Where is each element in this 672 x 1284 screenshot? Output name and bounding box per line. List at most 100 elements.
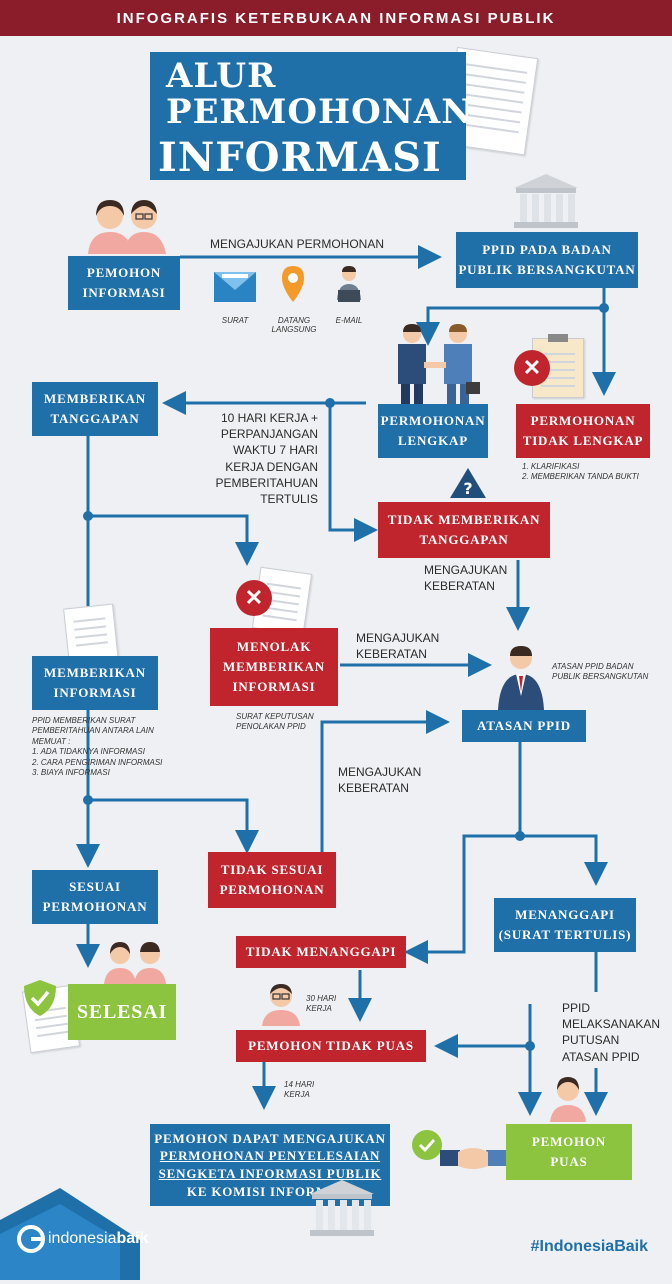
node-tidaksesuai-l1: TIDAK SESUAI	[220, 861, 324, 877]
node-menolak-l3: INFORMASI	[232, 679, 316, 695]
node-sesuai-l1: SESUAI	[69, 878, 121, 894]
ppid-note-1: PPID MEMBERIKAN SURAT	[32, 716, 136, 725]
hari30-1: 30 HARI	[306, 994, 337, 1003]
label-waktu: 10 HARI KERJA + PERPANJANGAN WAKTU 7 HAR…	[196, 410, 318, 507]
label-keberatan-c: MENGAJUKAN KEBERATAN	[338, 764, 421, 796]
komisi-building-icon	[308, 1178, 376, 1238]
atasan-caption-1: ATASAN PPID BADAN	[552, 662, 634, 671]
title-line-1: ALUR	[166, 56, 277, 96]
node-tidaksesuai-l2: PERMOHONAN	[219, 882, 325, 897]
waktu-5: PEMBERITAHUAN	[215, 475, 318, 490]
node-komisi-l4: KE KOMISI INFORMASI	[186, 1183, 354, 1199]
label-14-hari: 14 HARI KERJA	[284, 1080, 314, 1101]
melaksanakan-2: MELAKSANAKAN	[562, 1017, 661, 1032]
footer-wave	[0, 1180, 672, 1280]
email-person-icon	[334, 264, 364, 304]
keberatan-b-1: MENGAJUKAN	[356, 631, 440, 645]
waktu-3: WAKTU 7 HARI	[233, 443, 318, 458]
note-tanda-bukti: 2. MEMBERIKAN TANDA BUKTI	[522, 472, 639, 482]
logo-text-2: baik	[116, 1230, 149, 1247]
title-line-2: PERMOHONAN	[166, 92, 474, 132]
keberatan-a-1: MENGAJUKAN	[424, 563, 508, 577]
ppid-notes: PPID MEMBERIKAN SURAT PEMBERITAHUAN ANTA…	[32, 716, 162, 778]
node-menolak-memberikan-informasi: MENOLAK MEMBERIKAN INFORMASI	[210, 628, 338, 706]
pemohon-man-icon	[258, 980, 304, 1026]
hari14-2: KERJA	[284, 1090, 310, 1100]
atasan-person-icon	[496, 644, 546, 710]
node-ppid-l1: PPID PADA BADAN	[482, 241, 612, 257]
keberatan-a-2: KEBERATAN	[424, 579, 495, 594]
node-komisi-l1: PEMOHON DAPAT MENGAJUKAN	[154, 1130, 386, 1146]
ppid-note-6: 3. BIAYA INFORMASI	[32, 767, 110, 777]
shield-check-icon	[21, 978, 81, 1054]
question-icon: ?	[448, 466, 488, 500]
node-tanggapan-l2: TANGGAPAN	[50, 411, 140, 426]
melaksanakan-1: PPID	[562, 1001, 591, 1015]
node-pemohon-puas: PEMOHON PUAS	[506, 1124, 632, 1180]
node-permohonan-tidak-lengkap: PERMOHONAN TIDAK LENGKAP	[516, 404, 650, 458]
label-mengajukan-permohonan: MENGAJUKAN PERMOHONAN	[210, 237, 385, 251]
melaksanakan-3: PUTUSAN	[562, 1033, 620, 1048]
label-surat: SURAT	[221, 316, 249, 325]
indonesiabaik-logo[interactable]: indonesia baik	[16, 1224, 149, 1254]
ppid-note-2: PEMBERITAHUAN ANTARA LAIN	[32, 726, 154, 736]
title-block: ALUR PERMOHONAN INFORMASI	[150, 52, 474, 181]
node-lengkap-l1: PERMOHONAN	[380, 412, 486, 428]
label-email: E-MAIL	[335, 316, 363, 325]
waktu-1: 10 HARI KERJA +	[220, 411, 318, 425]
hari30-2: KERJA	[306, 1004, 332, 1014]
waktu-4: KERJA DENGAN	[225, 459, 318, 474]
logo-mark-icon	[17, 1225, 45, 1253]
label-ppid-melaksanakan: PPID MELAKSANAKAN PUTUSAN ATASAN PPID	[562, 1000, 660, 1065]
node-pemohon-l1: PEMOHON	[86, 264, 162, 280]
node-tidaklengkap-l1: PERMOHONAN	[530, 412, 636, 428]
node-menolak-l2: MEMBERIKAN	[223, 658, 325, 674]
node-atasan-ppid: ATASAN PPID	[462, 710, 586, 742]
node-tidak-menanggapi: TIDAK MENANGGAPI	[236, 936, 406, 968]
node-komisi-l3: SENGKETA INFORMASI PUBLIK	[158, 1166, 382, 1181]
node-ppid-l2: PUBLIK BERSANGKUTAN	[458, 262, 636, 277]
node-pemohon-tidak-puas: PEMOHON TIDAK PUAS	[236, 1030, 426, 1062]
surat-keputusan-note: SURAT KEPUTUSAN PENOLAKAN PPID	[236, 712, 314, 733]
handshake-people-icon	[390, 322, 482, 404]
label-datang-2: LANGSUNG	[271, 325, 317, 334]
note-klarifikasi: 1. KLARIFIKASI	[522, 462, 580, 471]
atasan-caption-2: PUBLIK BERSANGKUTAN	[552, 672, 649, 682]
pemohon-people-icon-2	[98, 938, 172, 984]
node-informasi-l1: MEMBERIKAN	[44, 664, 146, 680]
node-lengkap-l2: LENGKAP	[398, 433, 468, 448]
node-selesai: SELESAI	[68, 984, 176, 1040]
ppid-note-4: 1. ADA TIDAKNYA INFORMASI	[32, 747, 145, 757]
surat-keputusan-2: PENOLAKAN PPID	[236, 722, 306, 732]
government-building-icon	[510, 172, 582, 230]
label-datang-1: DATANG	[277, 316, 311, 325]
node-menanggapi: MENANGGAPI (SURAT TERTULIS)	[494, 898, 636, 952]
node-permohonan-lengkap: PERMOHONAN LENGKAP	[378, 404, 488, 458]
node-memberikan-tanggapan: MEMBERIKAN TANGGAPAN	[32, 382, 158, 436]
handshake-icon	[440, 1140, 506, 1176]
svg-text:?: ?	[463, 479, 472, 498]
node-sesuai-l2: PERMOHONAN	[42, 899, 148, 914]
node-memberikan-informasi: MEMBERIKAN INFORMASI	[32, 656, 158, 710]
header-bar: INFOGRAFIS KETERBUKAAN INFORMASI PUBLIK	[0, 0, 672, 36]
node-puas-l1: PEMOHON	[531, 1133, 607, 1149]
hari14-1: 14 HARI	[284, 1080, 315, 1089]
pemohon-people-icon	[80, 194, 176, 254]
node-pemohon-informasi: PEMOHON INFORMASI	[68, 256, 180, 310]
reject-x-icon-2: ✕	[236, 580, 272, 616]
node-menolak-l1: MENOLAK	[236, 638, 312, 654]
label-30-hari: 30 HARI KERJA	[306, 994, 336, 1015]
keberatan-b-2: KEBERATAN	[356, 647, 427, 662]
keberatan-c-2: KEBERATAN	[338, 781, 409, 796]
node-komisi-l2: PERMOHONAN PENYELESAIAN	[159, 1148, 381, 1164]
node-ppid-badan-publik: PPID PADA BADAN PUBLIK BERSANGKUTAN	[456, 232, 638, 288]
keberatan-c-1: MENGAJUKAN	[338, 765, 422, 779]
pemohon-woman-icon	[546, 1074, 590, 1122]
atasan-caption: ATASAN PPID BADAN PUBLIK BERSANGKUTAN	[552, 662, 648, 683]
node-tidakpuas-l1: PEMOHON TIDAK PUAS	[248, 1037, 414, 1053]
node-tidaklengkap-l2: TIDAK LENGKAP	[522, 433, 644, 448]
hashtag[interactable]: #IndonesiaBaik	[530, 1238, 648, 1255]
ppid-note-5: 2. CARA PENGIRIMAN INFORMASI	[32, 757, 163, 767]
node-tanggapan-l1: MEMBERIKAN	[44, 390, 146, 406]
